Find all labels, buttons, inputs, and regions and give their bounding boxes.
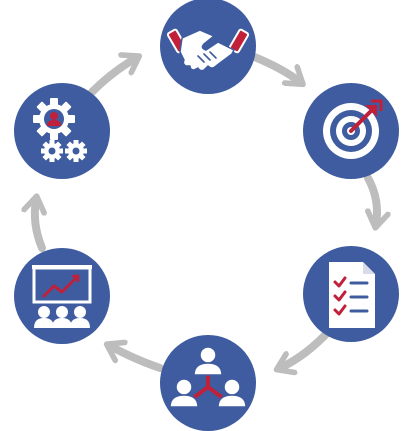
node-circle [160, 0, 256, 94]
arrow-team-to-presentation [110, 346, 164, 372]
node-presentation [14, 248, 110, 344]
team-network-icon [169, 346, 247, 408]
arrow-management-to-partnership [88, 58, 136, 96]
gear-person-icon [33, 98, 87, 162]
arrow-partnership-to-goal [248, 52, 300, 82]
handshake-icon [166, 28, 250, 72]
presentation-icon [32, 265, 92, 328]
checklist-icon [329, 262, 375, 328]
target-icon [323, 99, 383, 159]
node-team [160, 335, 256, 431]
arrow-goal-to-checklist [364, 174, 377, 224]
arrow-checklist-to-team [280, 326, 334, 368]
node-goal [303, 83, 399, 179]
arrow-presentation-to-management [35, 200, 42, 252]
node-partnership [160, 0, 256, 94]
node-management [14, 83, 110, 179]
node-checklist [303, 246, 399, 342]
